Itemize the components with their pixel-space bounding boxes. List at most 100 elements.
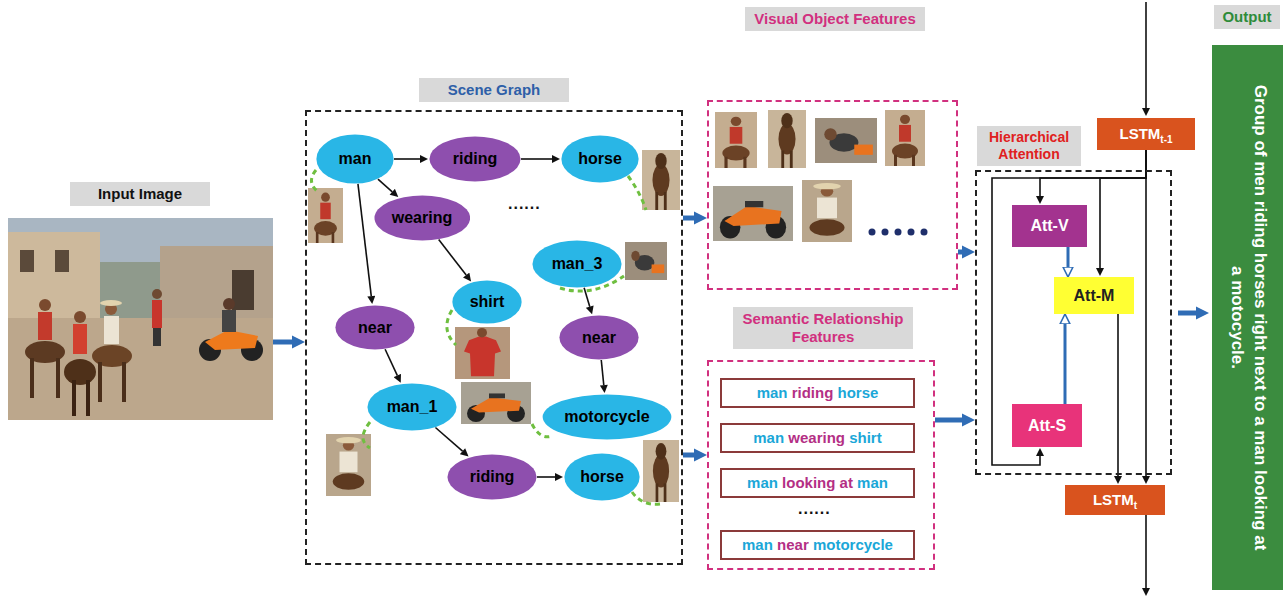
graph-node: riding <box>429 136 521 182</box>
heading-wrap: Output <box>1214 5 1280 29</box>
ellipse-fill <box>564 453 639 500</box>
scene-thumbnails <box>308 150 680 502</box>
dashed-region: Semantic Relationship Featuresmanridingh… <box>707 360 935 570</box>
dashed-region: Hierarchical AttentionAtt-VAtt-MAtt-S <box>975 170 1172 475</box>
lstm-label: LSTM <box>1093 491 1134 508</box>
attention-box: Att-V <box>1012 205 1087 247</box>
photo-rider-head <box>74 311 86 323</box>
relation-box: manlooking atman <box>720 468 915 498</box>
ellipsis-label: ...... <box>798 500 831 517</box>
attention-box: Att-M <box>1054 277 1134 314</box>
text-wrap: manridinghorse <box>755 384 881 402</box>
text-wrap: man_1 <box>387 398 438 416</box>
relation-word: riding <box>792 384 834 401</box>
flow-arrow <box>958 250 962 255</box>
text-wrap: manwearingshirt <box>751 429 884 447</box>
graph-node: wearing <box>374 195 471 241</box>
object-thumbnail <box>461 382 531 424</box>
region-heading: Output <box>1214 5 1280 29</box>
object-word: man <box>753 429 784 446</box>
relation-arrow <box>394 158 420 160</box>
node-label: wearing <box>392 209 452 226</box>
ellipse-fill <box>429 136 520 181</box>
node-label: near <box>358 319 392 336</box>
relation-arrow <box>435 427 462 451</box>
photo-building <box>160 246 273 326</box>
ellipsis-dot <box>869 229 876 236</box>
lstm-box: LSTMt-1 <box>1097 118 1195 150</box>
photo-rider <box>104 316 119 344</box>
graph-node: shirt <box>452 280 522 324</box>
ellipsis-dot <box>895 229 902 236</box>
node-label: horse <box>578 150 622 167</box>
heading-wrap: Semantic Relationship Features <box>733 307 913 349</box>
photo-motorcycle <box>205 330 258 350</box>
heading-wrap: Scene Graph <box>419 78 569 102</box>
output-box: OutputGroup of men riding horses right n… <box>1212 45 1283 590</box>
relation-box: manwearingshirt <box>720 423 915 453</box>
node-label: horse <box>580 468 624 485</box>
ellipse-fill <box>316 135 393 184</box>
attention-label: Att-M <box>1074 287 1115 304</box>
relation-arrow <box>992 150 1146 465</box>
photo-sky <box>8 218 273 420</box>
photo-horse-leg <box>56 358 60 398</box>
photo-door <box>232 270 254 310</box>
text-wrap: riding <box>470 468 514 486</box>
input-photo <box>8 218 273 420</box>
heading-wrap: Input Image <box>70 182 210 206</box>
photo-person-legs <box>153 328 161 346</box>
graph-node: riding <box>447 454 537 500</box>
label-wrap: ...... <box>508 195 541 213</box>
photo-horse <box>64 359 96 385</box>
photo-horse-leg <box>86 380 90 416</box>
ellipse-fill <box>559 315 638 359</box>
text-wrap: motorcycle <box>564 408 649 426</box>
text-wrap: Att-M <box>1074 287 1115 305</box>
object-thumbnail <box>625 242 667 280</box>
node-label: riding <box>470 468 514 485</box>
relation-box: manridinghorse <box>720 378 915 408</box>
ellipse-fill <box>374 195 470 240</box>
flow-arrow <box>1067 247 1070 267</box>
region-heading: Input Image <box>70 182 210 206</box>
heading-wrap: Visual Object Features <box>745 7 925 31</box>
relation-arrow <box>358 184 371 296</box>
object-thumbnail <box>715 112 757 168</box>
text-wrap: LSTMt <box>1093 491 1137 509</box>
flow-arrow <box>683 453 694 458</box>
ellipse-fill <box>447 454 536 499</box>
object-thumbnail <box>713 186 793 241</box>
dashed-region: Scene Graphmanridinghorsewearingman_3shi… <box>305 110 683 565</box>
photo-biker-head <box>223 298 235 310</box>
relation-word: looking at <box>782 474 853 491</box>
relation-word: wearing <box>788 429 845 446</box>
dashed-region: Visual Object Features <box>707 100 958 290</box>
relation-arrow <box>439 240 466 276</box>
lstm-box: LSTMt <box>1065 485 1165 515</box>
text-wrap: riding <box>453 150 497 168</box>
ellipsis-dot <box>882 229 889 236</box>
node-label: man <box>339 150 372 167</box>
relation-arrow <box>1117 314 1119 476</box>
graph-node: near <box>335 305 415 350</box>
grounding-arc <box>447 310 456 345</box>
region-heading: Semantic Relationship Features <box>733 307 913 349</box>
photo-rider <box>73 324 87 354</box>
ellipse-fill <box>367 383 456 430</box>
graph-node: motorcycle <box>542 394 672 440</box>
flow-arrow <box>273 340 292 345</box>
text-wrap: horse <box>578 150 622 168</box>
ellipsis-label: ...... <box>508 195 541 212</box>
attention-label: Att-S <box>1028 417 1066 434</box>
object-word: horse <box>838 384 879 401</box>
state-output-line <box>1145 515 1147 588</box>
graph-node: man_1 <box>367 383 457 431</box>
ellipse-fill <box>543 394 672 439</box>
object-word: motorcycle <box>813 536 893 553</box>
grounding-arc <box>628 176 646 210</box>
relation-arrow <box>601 360 604 385</box>
relation-word: near <box>777 536 809 553</box>
photo-hat <box>100 300 122 306</box>
text-wrap: wearing <box>392 209 452 227</box>
